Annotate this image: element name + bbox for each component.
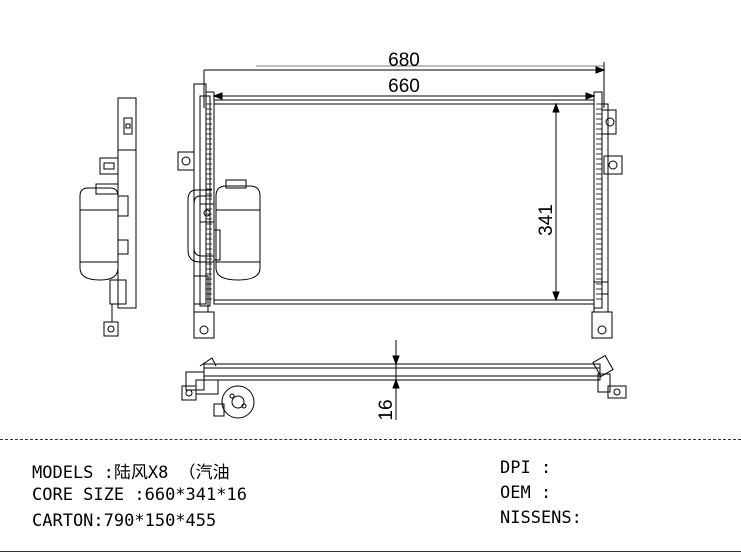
core-size-value: 660*341*16 xyxy=(144,485,247,505)
models-row: MODELS :陆风X8 （汽油 xyxy=(32,458,230,483)
dimension-660-label: 660 xyxy=(388,76,420,97)
separator-dashed-bottom xyxy=(0,551,741,552)
core-fin-ticks xyxy=(206,103,602,300)
nissens-label: NISSENS: xyxy=(500,508,582,528)
front-view-condenser xyxy=(177,83,623,339)
dimension-680 xyxy=(203,62,606,108)
carton-value: 790*150*455 xyxy=(103,511,217,531)
side-view-left xyxy=(79,97,137,337)
dimension-341 xyxy=(552,102,560,302)
bottom-view xyxy=(181,340,627,420)
dpi-label: DPI : xyxy=(500,458,552,478)
models-label: MODELS : xyxy=(32,463,114,483)
dimension-660 xyxy=(212,92,596,104)
separator-dashed-top xyxy=(0,439,741,440)
dimension-16-label: 16 xyxy=(376,399,397,420)
dimension-341-label: 341 xyxy=(536,204,557,236)
oem-label: OEM : xyxy=(500,483,552,503)
core-size-label: CORE SIZE : xyxy=(32,485,145,505)
dimension-680-label: 680 xyxy=(388,50,420,71)
models-value: 陆风X8 （汽油 xyxy=(113,463,230,483)
carton-row: CARTON:790*150*455 xyxy=(32,511,216,531)
core-size-row: CORE SIZE :660*341*16 xyxy=(32,485,247,505)
condenser-technical-drawing: 680 660 341 16 xyxy=(79,50,627,421)
carton-label: CARTON: xyxy=(32,511,104,531)
